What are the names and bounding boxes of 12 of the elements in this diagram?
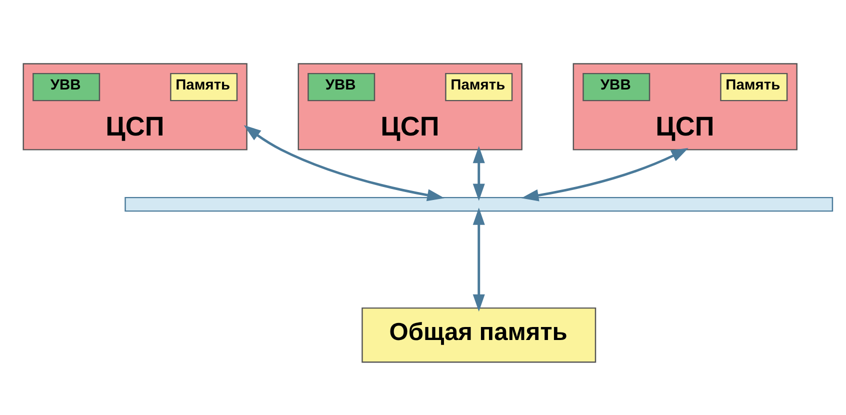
node-box: УВВ — [582, 72, 650, 101]
node-box: Память — [720, 72, 788, 101]
node-box: УВВ — [308, 72, 376, 101]
node-box: УВВ — [32, 72, 100, 101]
node-box: Память — [445, 72, 513, 101]
arrow — [472, 145, 485, 200]
node-box: Память — [170, 72, 238, 101]
arrow — [244, 124, 444, 201]
arrow — [472, 207, 485, 312]
arrow — [521, 148, 688, 201]
node-box: Общая память — [362, 306, 596, 362]
node-bar — [124, 196, 834, 212]
